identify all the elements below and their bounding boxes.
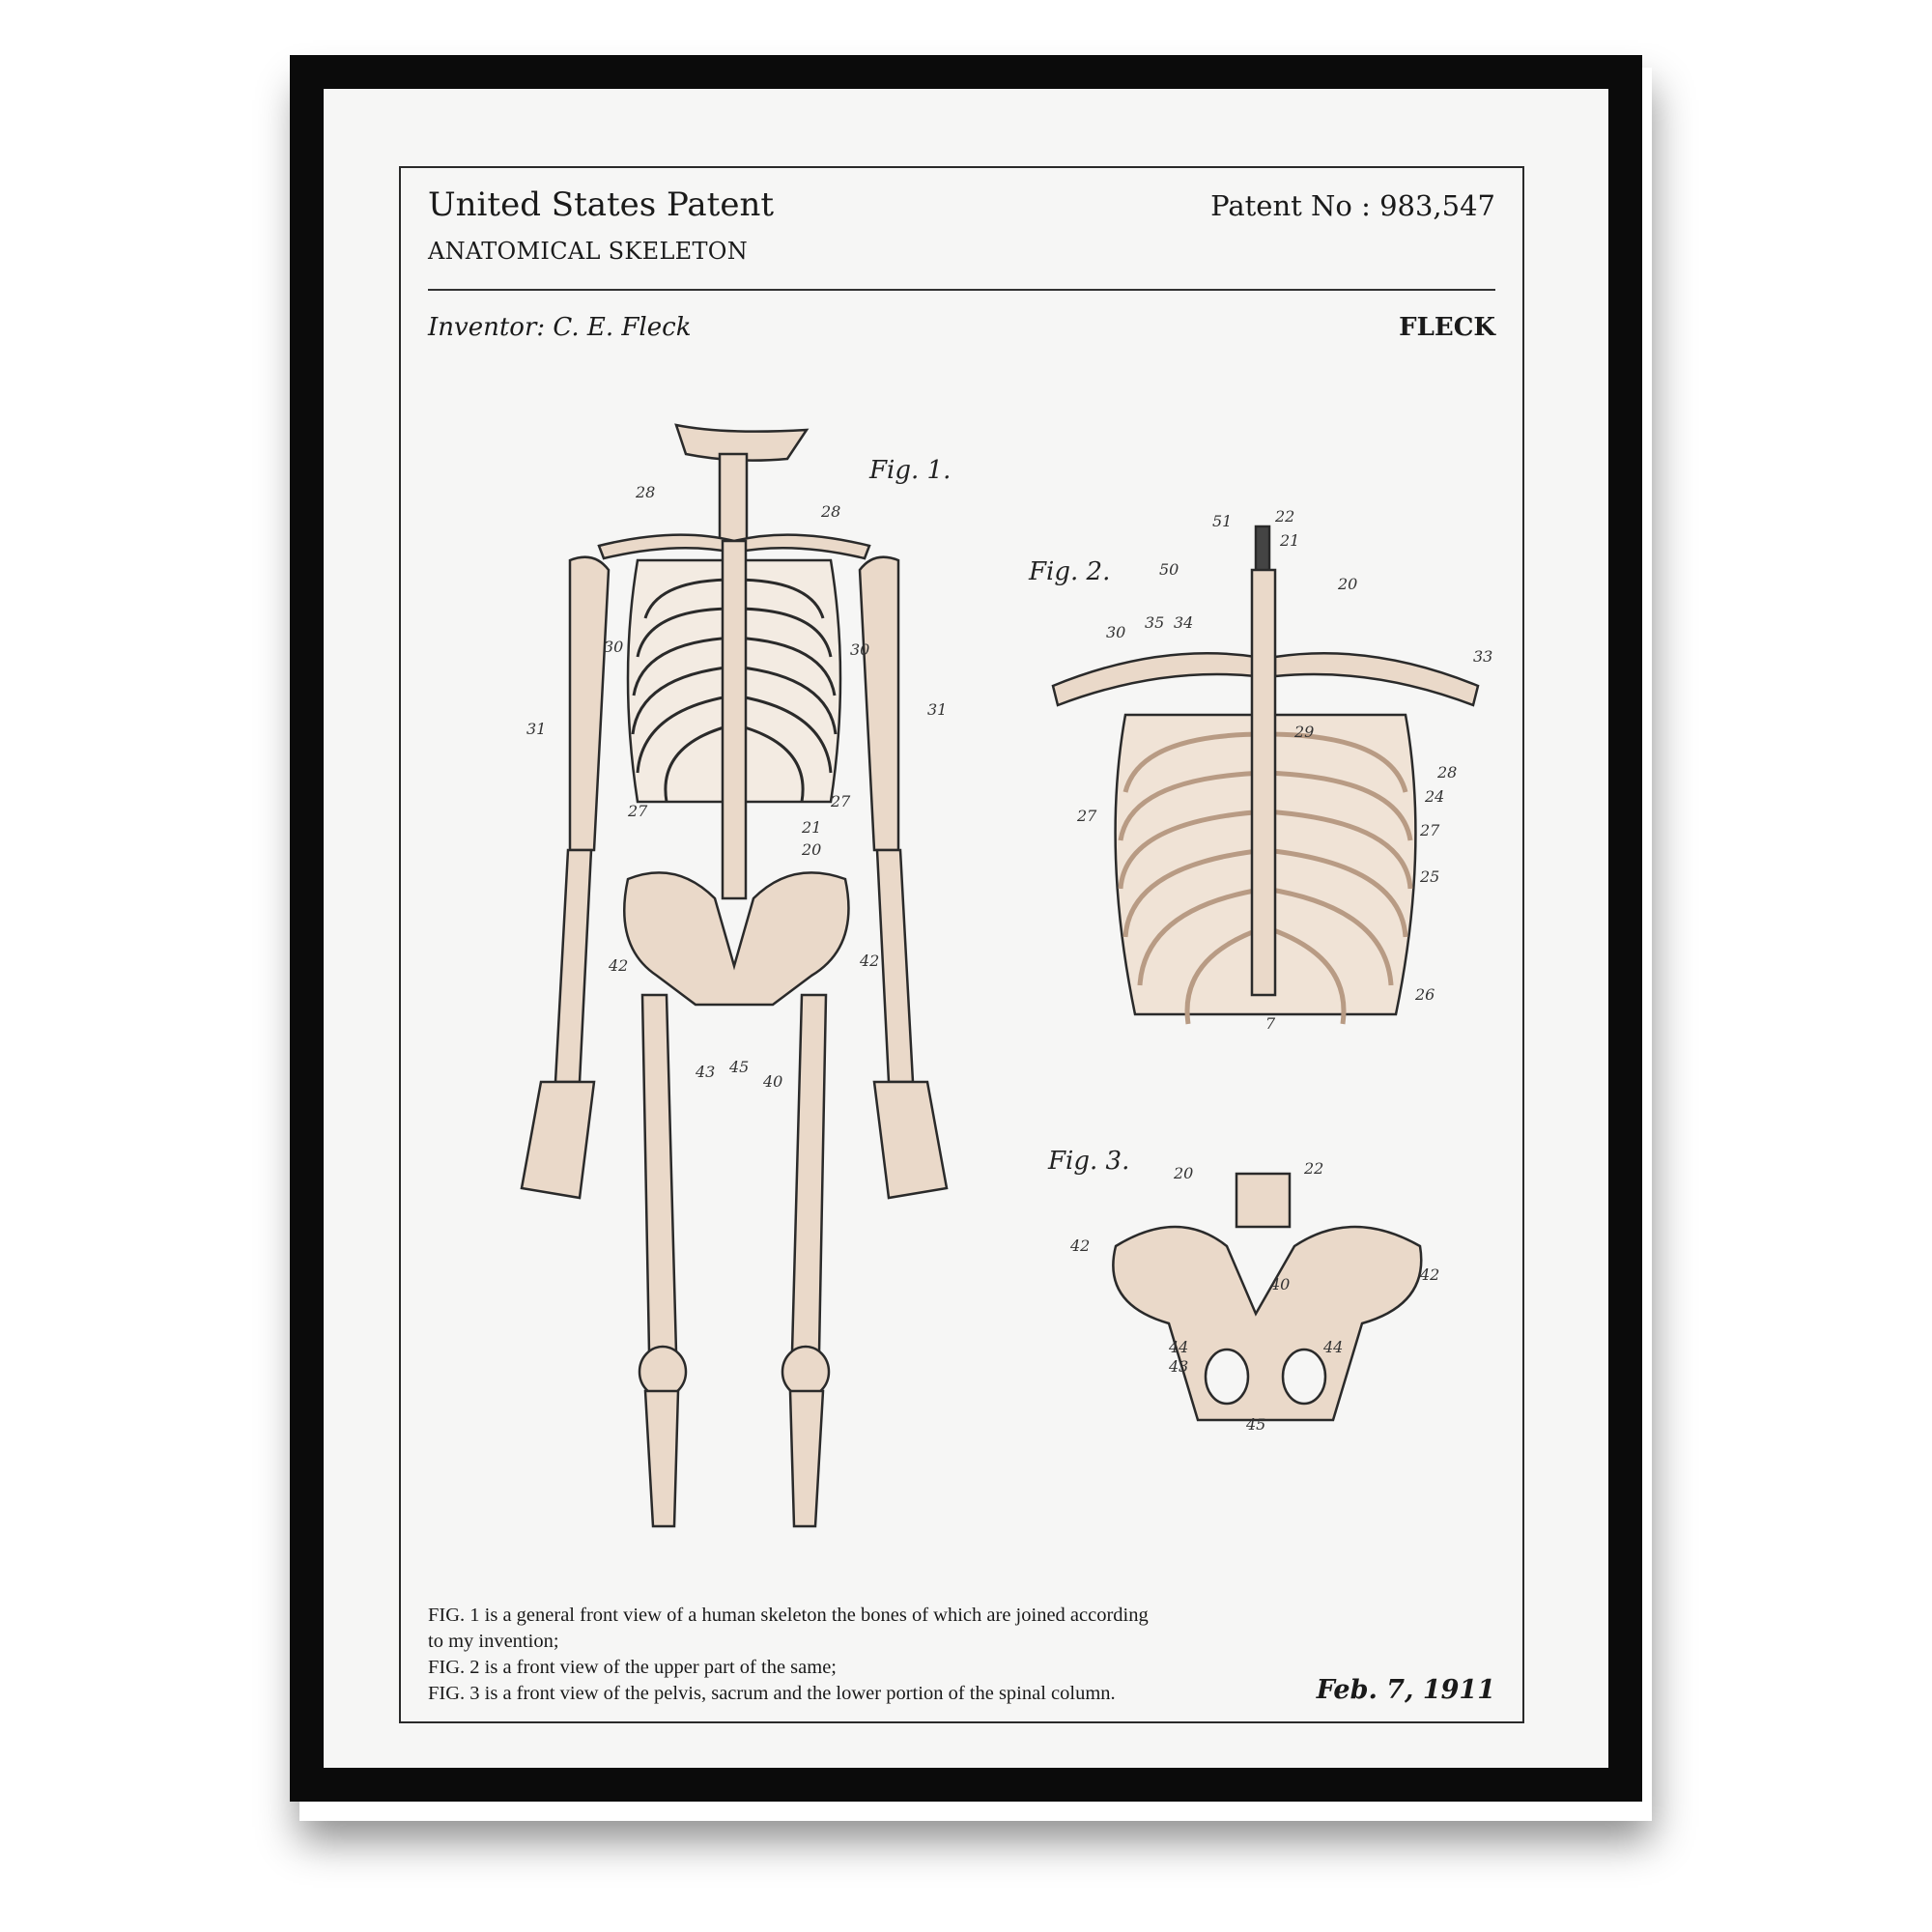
ref-number: 43	[695, 1063, 715, 1081]
patent-subtitle: ANATOMICAL SKELETON	[428, 238, 749, 265]
tibia-right	[788, 1389, 825, 1528]
ref-number: 43	[1168, 1357, 1188, 1376]
ref-number: 44	[1322, 1338, 1343, 1356]
inventor-surname: FLECK	[1399, 313, 1495, 342]
ref-number: 27	[830, 792, 851, 810]
ref-number: 20	[801, 840, 821, 859]
patent-border: United States Patent ANATOMICAL SKELETON…	[399, 166, 1524, 1723]
femur-right	[790, 993, 828, 1354]
spine-fig2	[1250, 568, 1277, 997]
patent-number: Patent No : 983,547	[1210, 189, 1495, 222]
clavicle-right	[732, 533, 871, 560]
ref-number: 40	[762, 1072, 782, 1091]
ref-number: 28	[820, 502, 840, 521]
forearm-right	[875, 848, 915, 1084]
pelvis-fig3	[1112, 1225, 1423, 1422]
ref-number: 30	[1106, 623, 1125, 641]
spine	[721, 539, 748, 900]
skull-base	[674, 423, 810, 462]
knee-left	[638, 1345, 688, 1399]
ref-number: 29	[1293, 723, 1314, 741]
ref-number: 42	[1069, 1236, 1090, 1255]
figure-description: FIG. 1 is a general front view of a huma…	[428, 1603, 1149, 1707]
femur-left	[640, 993, 678, 1354]
patent-date: Feb. 7, 1911	[1316, 1675, 1495, 1705]
ref-number: 27	[1419, 821, 1440, 839]
clavicle-right-fig2	[1273, 652, 1480, 707]
header-divider	[428, 289, 1495, 291]
description-line: FIG. 2 is a front view of the upper part…	[428, 1657, 837, 1678]
description-line: to my invention;	[428, 1631, 559, 1652]
ref-number: 27	[627, 802, 648, 820]
description-line: FIG. 3 is a front view of the pelvis, sa…	[428, 1683, 1116, 1704]
clavicle-left-fig2	[1051, 652, 1258, 707]
fig3-pelvis	[1112, 1172, 1423, 1422]
hand-right	[872, 1080, 949, 1200]
humerus-left	[568, 555, 611, 852]
fig2-label: Fig. 2.	[1028, 557, 1110, 586]
description-line: FIG. 1 is a general front view of a huma…	[428, 1605, 1149, 1626]
ref-number: 34	[1174, 613, 1193, 632]
ref-number: 30	[850, 640, 869, 659]
ref-number: 45	[728, 1058, 749, 1076]
ref-number: 26	[1414, 985, 1435, 1004]
fig2-ribcage	[1051, 525, 1480, 1025]
ref-number: 45	[1245, 1415, 1265, 1434]
ref-number: 42	[1419, 1265, 1439, 1284]
ref-number: 22	[1274, 507, 1294, 526]
clavicle-left	[597, 533, 736, 560]
humerus-right	[858, 555, 900, 852]
knee-right	[781, 1345, 831, 1399]
cervical-spine	[718, 452, 749, 543]
ref-number: 28	[635, 483, 655, 501]
ref-number: 21	[801, 818, 821, 837]
patent-title: United States Patent	[428, 185, 775, 224]
ref-number: 30	[604, 638, 623, 656]
ref-number: 24	[1424, 787, 1444, 806]
ref-number: 20	[1337, 575, 1357, 593]
hand-left	[520, 1080, 596, 1200]
ref-number: 42	[608, 956, 628, 975]
ref-number: 22	[1303, 1159, 1323, 1178]
ref-number: 31	[526, 720, 546, 738]
pelvis	[623, 871, 850, 1007]
ref-number: 20	[1173, 1164, 1193, 1182]
ref-number: 7	[1265, 1014, 1276, 1033]
ref-number: 42	[859, 952, 879, 970]
fig1-label: Fig. 1.	[868, 456, 951, 485]
ref-number: 21	[1279, 531, 1299, 550]
ref-number: 27	[1076, 807, 1097, 825]
ref-number: 33	[1473, 647, 1492, 666]
fig1-skeleton	[520, 423, 949, 1528]
ref-number: 31	[927, 700, 947, 719]
fig3-label: Fig. 3.	[1047, 1147, 1129, 1176]
inventor: Inventor: C. E. Fleck	[428, 313, 692, 342]
ref-number: 25	[1419, 867, 1439, 886]
forearm-left	[554, 848, 593, 1084]
ref-number: 35	[1145, 613, 1164, 632]
ref-number: 40	[1269, 1275, 1290, 1293]
ref-number: 28	[1436, 763, 1457, 781]
ref-number: 50	[1159, 560, 1179, 579]
ref-number: 44	[1168, 1338, 1188, 1356]
ref-number: 51	[1212, 512, 1232, 530]
tibia-left	[643, 1389, 680, 1528]
